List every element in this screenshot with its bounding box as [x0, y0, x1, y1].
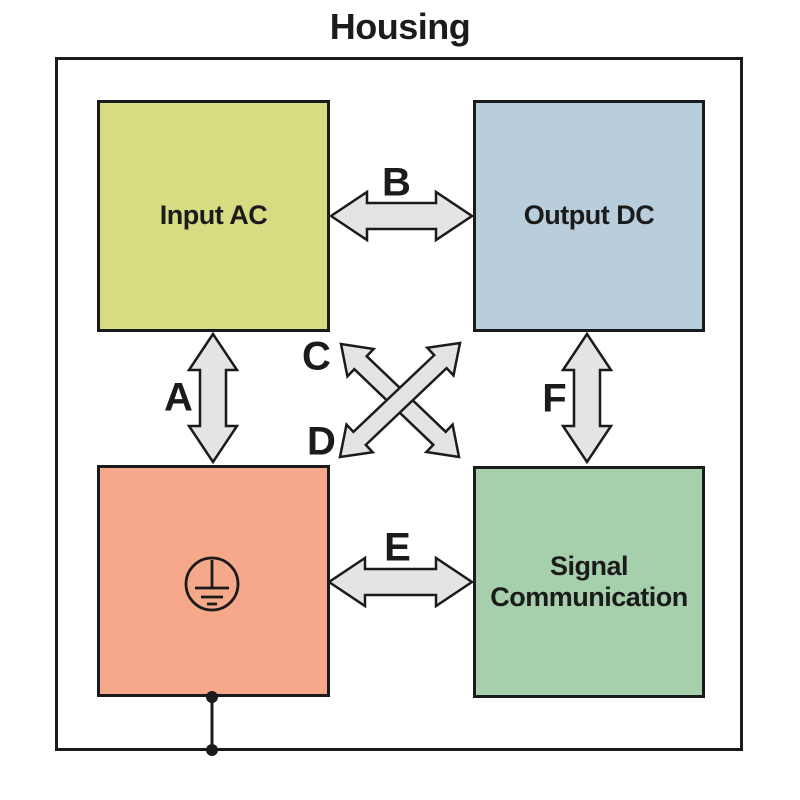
arrow-label-c: C [302, 334, 331, 379]
block-protective-earth [97, 465, 330, 697]
block-input-ac: Input AC [97, 100, 330, 332]
arrow-label-f: F [542, 376, 566, 421]
arrow-label-b: B [382, 160, 411, 205]
block-output-dc: Output DC [473, 100, 705, 332]
arrow-label-a: A [164, 375, 193, 420]
arrow-label-e: E [384, 525, 411, 570]
arrow-label-d: D [307, 419, 336, 464]
block-signal-communication-label: Signal Communication [490, 550, 688, 612]
block-input-ac-label: Input AC [159, 200, 268, 231]
diagram-title: Housing [329, 6, 471, 47]
block-output-dc-label: Output DC [523, 200, 655, 231]
block-signal-communication: Signal Communication [473, 466, 705, 698]
